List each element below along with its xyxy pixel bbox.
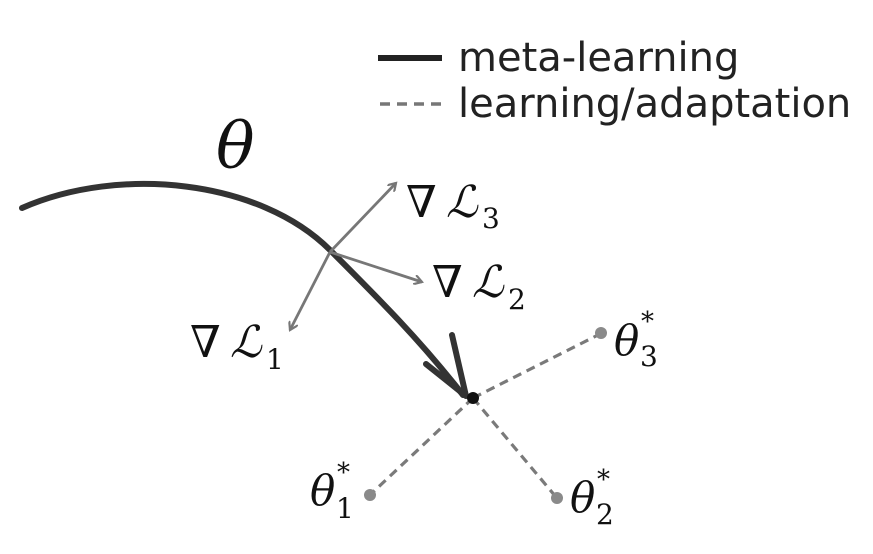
gradient-arrows [290, 183, 422, 330]
grad3-nabla: ∇ [406, 177, 437, 228]
theta-label: θ [216, 110, 255, 184]
opt2-theta: θ [570, 473, 595, 522]
opt2-subscript: 2 [596, 498, 614, 531]
gradient-label-1: ∇ ℒ 1 [190, 317, 284, 376]
optimum-point-2 [551, 492, 563, 504]
opt2-star: * [597, 465, 610, 495]
gradient-arrow-1 [290, 251, 332, 330]
grad1-loss: ℒ [230, 317, 263, 368]
meta-learning-path [19, 180, 469, 399]
opt1-subscript: 1 [336, 492, 354, 525]
optimum-label-2: θ * 2 [570, 465, 614, 531]
gradient-arrow-2 [329, 250, 422, 282]
opt1-star: * [337, 458, 350, 488]
grad2-nabla: ∇ [432, 257, 463, 308]
opt3-subscript: 3 [640, 340, 658, 373]
grad2-subscript: 2 [508, 283, 526, 316]
grad3-subscript: 3 [482, 202, 500, 235]
adaptation-line-2 [471, 396, 558, 499]
optimum-point-1 [364, 489, 376, 501]
grad3-loss: ℒ [446, 177, 479, 228]
opt3-theta: θ [614, 316, 639, 365]
legend-meta-label: meta-learning [458, 35, 739, 81]
meta-path-arrowhead [423, 332, 469, 399]
adaptation-lines [369, 332, 601, 499]
gradient-label-2: ∇ ℒ 2 [432, 257, 526, 316]
optimum-label-3: θ * 3 [614, 307, 658, 373]
gradient-label-3: ∇ ℒ 3 [406, 177, 500, 235]
grad1-nabla: ∇ [190, 317, 221, 368]
opt1-theta: θ [310, 466, 335, 515]
meta-point [467, 392, 479, 404]
legend-adapt-label: learning/adaptation [458, 81, 851, 127]
adaptation-line-3 [472, 332, 601, 400]
optimum-label-1: θ * 1 [310, 458, 354, 525]
optimum-point-3 [595, 327, 607, 339]
grad1-subscript: 1 [266, 343, 284, 376]
gradient-arrow-3 [328, 183, 396, 253]
legend: meta-learning learning/adaptation [378, 35, 851, 127]
opt3-star: * [641, 307, 654, 337]
adaptation-line-1 [369, 396, 475, 496]
grad2-loss: ℒ [472, 257, 505, 308]
